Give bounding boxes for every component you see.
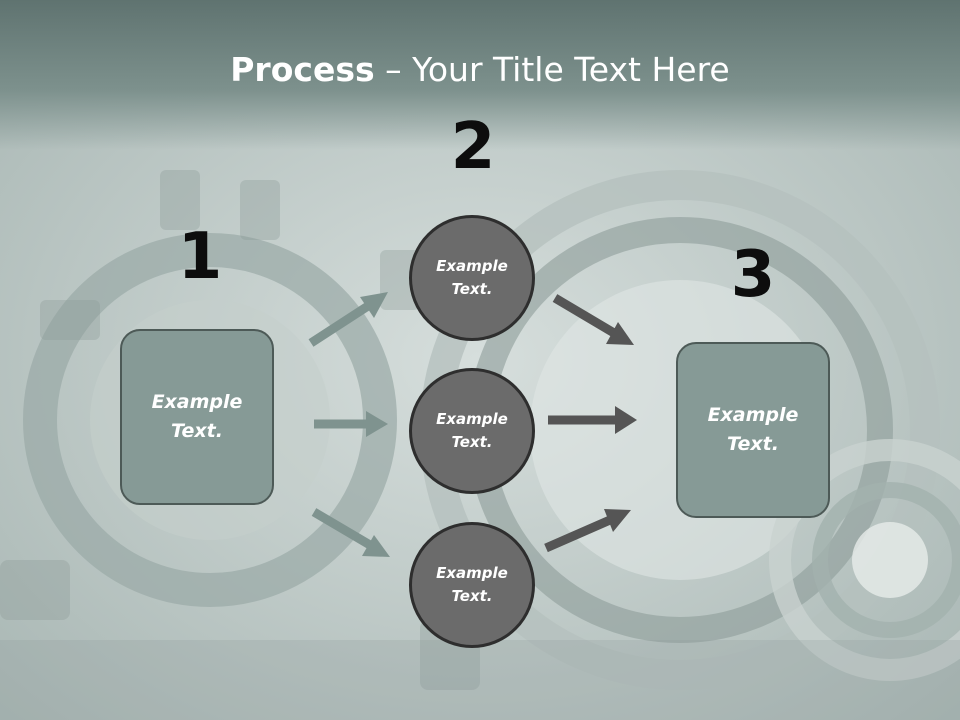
slide-title: Process – Your Title Text Here: [0, 50, 960, 89]
step-3-text: Example Text.: [707, 404, 799, 455]
arrow-bottom-to-3: [544, 509, 631, 553]
title-bold: Process: [230, 50, 375, 89]
step-2-circle-middle: Example Text.: [409, 368, 535, 494]
step-2-middle-text: Example Text.: [436, 410, 508, 451]
step-1-text: Example Text.: [151, 391, 243, 442]
arrow-1-to-middle: [314, 411, 388, 437]
step-2-bottom-text: Example Text.: [436, 564, 508, 605]
step-3-box: Example Text.: [676, 342, 830, 518]
arrow-middle-to-3: [548, 406, 637, 434]
step-1-box: Example Text.: [120, 329, 274, 505]
step-number-2: 2: [450, 110, 496, 184]
title-band: [0, 0, 960, 150]
step-2-circle-bottom: Example Text.: [409, 522, 535, 648]
title-rest: – Your Title Text Here: [374, 50, 730, 89]
step-number-3: 3: [730, 238, 776, 312]
step-number-1: 1: [177, 220, 223, 294]
arrow-1-to-top: [308, 292, 388, 347]
arrow-top-to-3: [552, 294, 634, 345]
arrow-1-to-bottom: [311, 508, 390, 557]
step-2-top-text: Example Text.: [436, 257, 508, 298]
step-2-circle-top: Example Text.: [409, 215, 535, 341]
